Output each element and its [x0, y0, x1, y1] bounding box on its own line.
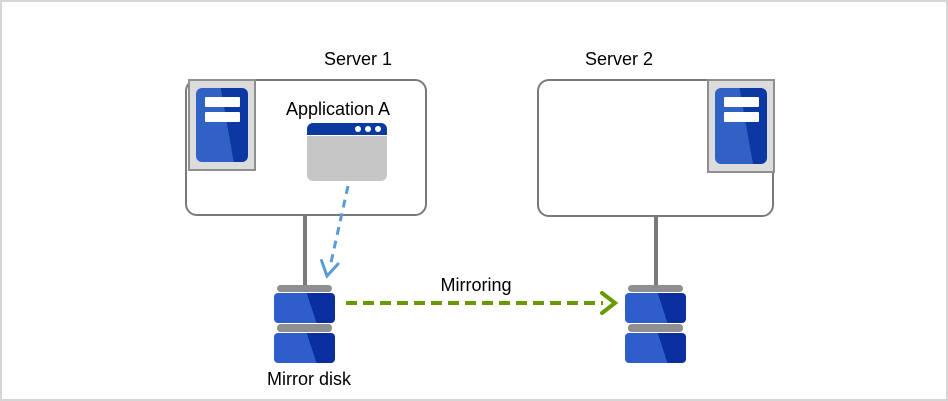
server-tower-body [196, 88, 248, 162]
server-slot-bar [205, 112, 240, 122]
disk-platter [274, 293, 335, 323]
mirroring-label: Mirroring [440, 275, 512, 295]
disk-stack-icon [625, 285, 686, 363]
app-window-icon [307, 123, 387, 181]
server2-disk-connector [654, 216, 658, 286]
disk-cap [277, 285, 332, 292]
disk-platter [625, 333, 686, 363]
mirror-disk-label: Mirror disk [267, 369, 351, 389]
disk-stack-icon [274, 285, 335, 363]
server1-disk-connector [303, 215, 307, 286]
dot-icon [365, 126, 371, 132]
server-tower-icon [707, 79, 775, 173]
disk-platter [625, 293, 686, 323]
disk-cap [628, 285, 683, 292]
app-window-dots [355, 126, 381, 132]
application-title: Application A [285, 99, 391, 119]
server-tower-icon [188, 79, 256, 171]
server-slot-bar [724, 97, 759, 107]
server1-title: Server 1 [323, 49, 393, 69]
server2-title: Server 2 [584, 49, 654, 69]
server-tower-body [715, 88, 767, 164]
dot-icon [375, 126, 381, 132]
disk-platter [274, 333, 335, 363]
app-window-body [307, 136, 387, 181]
dashed-arrow-right-icon [346, 291, 619, 315]
server-slot-bar [205, 97, 240, 107]
disk-cap [628, 324, 683, 332]
app-window-titlebar [307, 123, 387, 135]
disk-cap [277, 324, 332, 332]
server-slot-bar [724, 112, 759, 122]
dot-icon [355, 126, 361, 132]
